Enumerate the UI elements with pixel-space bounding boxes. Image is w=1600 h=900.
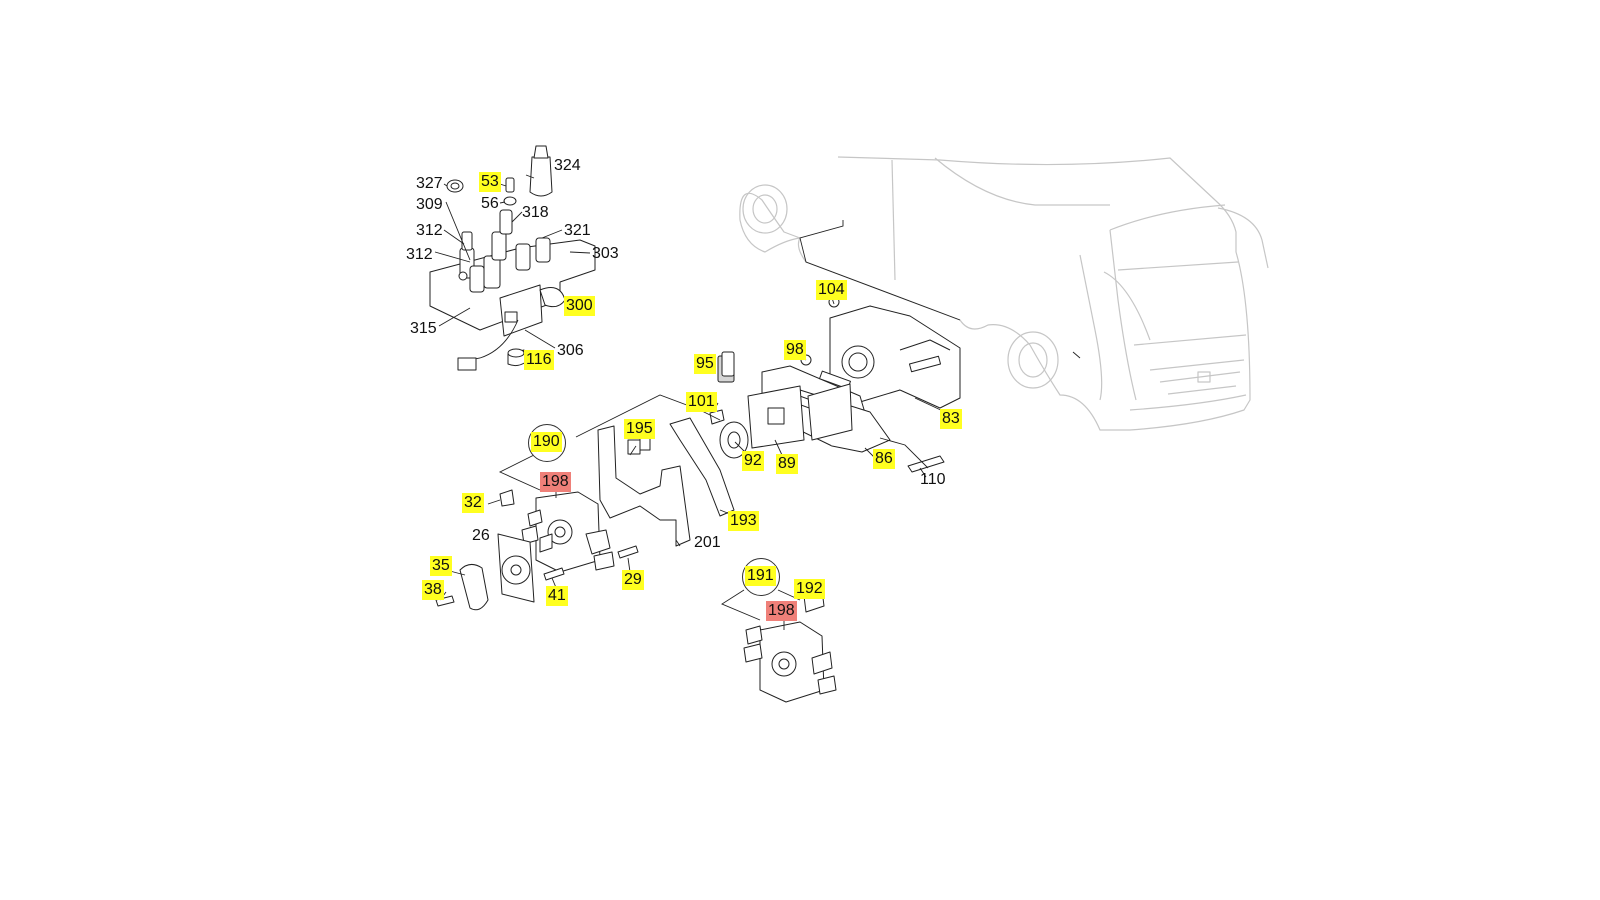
callout-315[interactable]: 315 — [410, 320, 437, 337]
callout-86[interactable]: 86 — [873, 449, 895, 469]
callout-35[interactable]: 35 — [430, 556, 452, 576]
callout-321[interactable]: 321 — [564, 222, 591, 239]
callout-312-lower[interactable]: 312 — [406, 246, 433, 263]
callout-53[interactable]: 53 — [479, 172, 501, 192]
pump-group-190 — [435, 394, 735, 611]
callout-41[interactable]: 41 — [546, 586, 568, 606]
callout-101[interactable]: 101 — [686, 392, 717, 412]
mounting-leader-line — [799, 220, 961, 321]
callout-32[interactable]: 32 — [462, 493, 484, 513]
callout-201[interactable]: 201 — [694, 534, 721, 551]
callout-89[interactable]: 89 — [776, 454, 798, 474]
callout-191[interactable]: 191 — [745, 566, 776, 586]
callout-29[interactable]: 29 — [622, 570, 644, 590]
callout-83[interactable]: 83 — [940, 409, 962, 429]
callout-309[interactable]: 309 — [416, 196, 443, 213]
callout-300[interactable]: 300 — [564, 296, 595, 316]
callout-318[interactable]: 318 — [522, 204, 549, 221]
callout-195[interactable]: 195 — [624, 419, 655, 439]
bracket-assembly — [709, 296, 961, 473]
callout-110[interactable]: 110 — [920, 471, 946, 488]
callout-104[interactable]: 104 — [816, 280, 847, 300]
valve-block-assembly — [429, 145, 596, 371]
callout-98[interactable]: 98 — [784, 340, 806, 360]
callout-193[interactable]: 193 — [728, 511, 759, 531]
callout-303[interactable]: 303 — [592, 245, 619, 262]
callout-95[interactable]: 95 — [694, 354, 716, 374]
callout-192[interactable]: 192 — [794, 579, 825, 599]
callout-116[interactable]: 116 — [524, 350, 554, 370]
callout-312-upper[interactable]: 312 — [416, 222, 443, 239]
callout-327[interactable]: 327 — [416, 175, 443, 192]
callout-306[interactable]: 306 — [557, 342, 584, 359]
callout-92[interactable]: 92 — [742, 451, 764, 471]
callout-190[interactable]: 190 — [531, 432, 562, 452]
callout-198-upper[interactable]: 198 — [540, 472, 571, 492]
callout-38[interactable]: 38 — [422, 580, 444, 600]
callout-56[interactable]: 56 — [481, 195, 499, 212]
callout-26[interactable]: 26 — [472, 527, 490, 544]
bus-outline — [739, 156, 1269, 431]
callout-324[interactable]: 324 — [554, 157, 581, 174]
callout-198-lower[interactable]: 198 — [766, 601, 797, 621]
pump-group-191 — [721, 589, 837, 703]
bracket-leaders — [713, 297, 946, 478]
valve-block-leaders — [434, 174, 591, 349]
